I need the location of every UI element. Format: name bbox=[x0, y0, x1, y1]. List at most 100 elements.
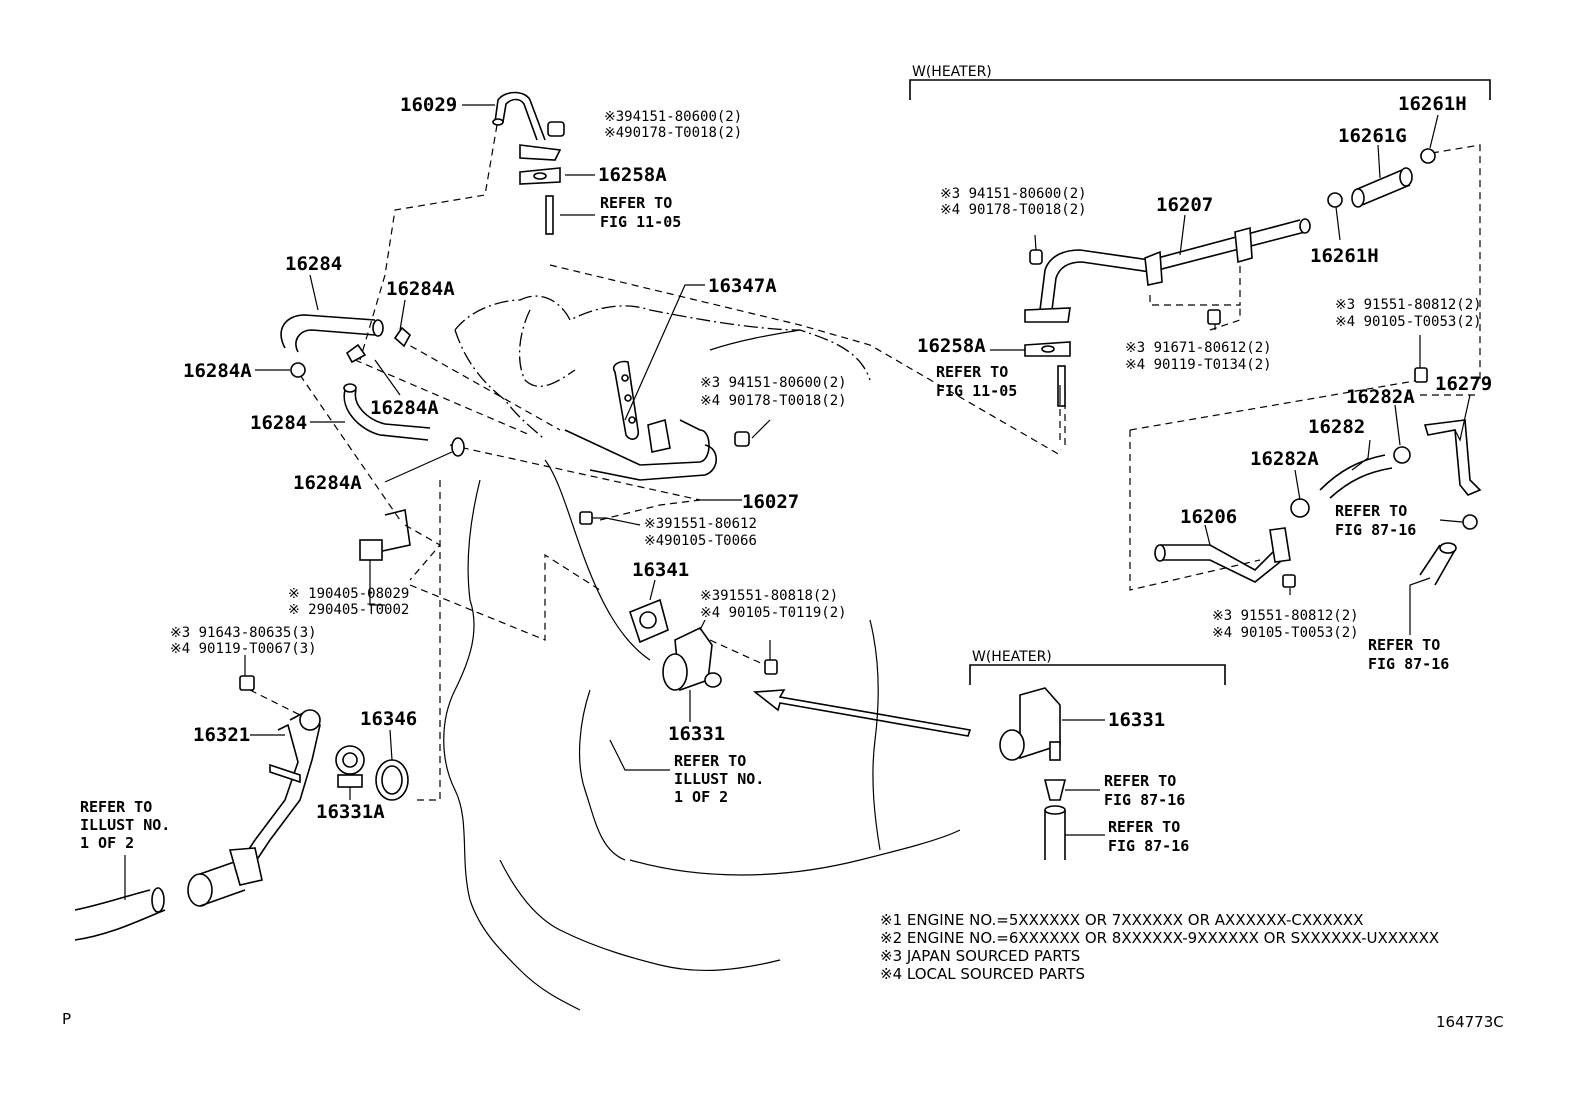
fastener-f10b: ※4 90105-T0053(2) bbox=[1212, 625, 1359, 641]
part-16347A-gasket bbox=[612, 360, 640, 440]
leader-lines bbox=[124, 104, 1471, 900]
part-16284-hose-top bbox=[280, 314, 412, 378]
ref-fig-11-05-right-line2: FIG 11-05 bbox=[936, 382, 1017, 400]
fastener-f6b: ※4 90105-T0119(2) bbox=[700, 605, 847, 621]
fastener-f9b: ※4 90105-T0053(2) bbox=[1335, 314, 1482, 330]
fastener-f1a: ※394151-80600(2) bbox=[604, 109, 742, 125]
callout-16261H-a: 16261H bbox=[1398, 93, 1467, 115]
callout-16279: 16279 bbox=[1435, 373, 1492, 395]
callout-16331A: 16331A bbox=[316, 801, 385, 823]
stud-top bbox=[545, 195, 554, 235]
ref-fig-87-16-c-line1: REFER TO bbox=[1104, 772, 1176, 790]
part-16331-outlet-heater bbox=[999, 687, 1067, 860]
callout-16207: 16207 bbox=[1156, 194, 1213, 216]
part-16258A-gasket-top bbox=[519, 167, 561, 185]
fastener-f8b: ※4 90119-T0134(2) bbox=[1125, 357, 1272, 373]
callout-16284A-d: 16284A bbox=[293, 472, 362, 494]
ref-illust-left-line3: 1 OF 2 bbox=[80, 834, 134, 852]
part-16279-bracket bbox=[1414, 367, 1482, 530]
ref-illust-mid-line2: ILLUST NO. bbox=[674, 770, 764, 788]
part-16261H-clamp-b bbox=[1327, 192, 1343, 208]
ref-fig-11-05-right-line1: REFER TO bbox=[936, 363, 1008, 381]
callout-16284-mid: 16284 bbox=[250, 412, 307, 434]
callout-16282: 16282 bbox=[1308, 416, 1365, 438]
fastener-f2b: ※4 90178-T0018(2) bbox=[700, 393, 847, 409]
callout-16284-top: 16284 bbox=[285, 253, 342, 275]
callout-16261G: 16261G bbox=[1338, 125, 1407, 147]
callout-16341: 16341 bbox=[632, 559, 689, 581]
callout-16029: 16029 bbox=[400, 94, 457, 116]
fastener-f9a: ※3 91551-80812(2) bbox=[1335, 297, 1482, 313]
corner-mark-left: P bbox=[62, 1010, 71, 1028]
callout-16331-main: 16331 bbox=[668, 723, 725, 745]
ref-fig-87-16-a-line1: REFER TO bbox=[1335, 502, 1407, 520]
fastener-f4b: ※ 290405-T0002 bbox=[288, 602, 409, 618]
engine-block-outline bbox=[443, 295, 961, 1011]
ref-fig-87-16-d-line1: REFER TO bbox=[1108, 818, 1180, 836]
ref-fig-11-05-top-line1: REFER TO bbox=[600, 194, 672, 212]
fastener-f4a: ※ 190405-08029 bbox=[288, 586, 409, 602]
part-16341-gasket bbox=[629, 598, 669, 644]
ref-illust-mid-line1: REFER TO bbox=[674, 752, 746, 770]
callout-16258A-top: 16258A bbox=[598, 164, 667, 186]
part-16331-outlet-main bbox=[662, 626, 778, 692]
heater-section-label-top: W(HEATER) bbox=[912, 64, 992, 80]
callout-16258A-right: 16258A bbox=[917, 335, 986, 357]
ref-fig-87-16-c-line2: FIG 87-16 bbox=[1104, 791, 1185, 809]
fastener-f6a: ※391551-80818(2) bbox=[700, 588, 838, 604]
heater-section-bracket-mid bbox=[969, 664, 1226, 685]
fastener-f7a: ※3 94151-80600(2) bbox=[940, 186, 1087, 202]
fastener-f3a: ※391551-80612 bbox=[644, 516, 757, 532]
ref-fig-87-16-b-line2: FIG 87-16 bbox=[1368, 655, 1449, 673]
note-3: ※3 JAPAN SOURCED PARTS bbox=[880, 947, 1080, 965]
part-16207-pipe bbox=[1024, 218, 1311, 325]
ref-fig-87-16-b-line1: REFER TO bbox=[1368, 636, 1440, 654]
fastener-f8a: ※3 91671-80612(2) bbox=[1125, 340, 1272, 356]
part-union-90405 bbox=[359, 509, 411, 561]
arrow-heater-outlet bbox=[752, 689, 972, 737]
note-4: ※4 LOCAL SOURCED PARTS bbox=[880, 965, 1085, 983]
callout-16321: 16321 bbox=[193, 724, 250, 746]
part-16346-gasket-ring bbox=[375, 759, 409, 801]
part-16206-pipe bbox=[1154, 527, 1296, 588]
hose-refer-left bbox=[74, 887, 166, 941]
callout-16284A-c: 16284A bbox=[370, 397, 439, 419]
fastener-f3b: ※490105-T0066 bbox=[644, 533, 757, 549]
note-1: ※1 ENGINE NO.=5XXXXXX OR 7XXXXXX OR AXXX… bbox=[880, 911, 1364, 929]
fastener-f5b: ※4 90119-T0067(3) bbox=[170, 641, 317, 657]
callout-16261H-b: 16261H bbox=[1310, 245, 1379, 267]
ref-illust-left-line1: REFER TO bbox=[80, 798, 152, 816]
ref-illust-left-line2: ILLUST NO. bbox=[80, 816, 170, 834]
ref-illust-mid-line3: 1 OF 2 bbox=[674, 788, 728, 806]
part-16321-inlet bbox=[187, 675, 321, 907]
part-16027-tube bbox=[564, 418, 750, 481]
callout-16347A: 16347A bbox=[708, 275, 777, 297]
ref-fig-87-16-d-line2: FIG 87-16 bbox=[1108, 837, 1189, 855]
callout-16206: 16206 bbox=[1180, 506, 1237, 528]
part-16261G-hose bbox=[1351, 167, 1413, 208]
callout-16284A-a: 16284A bbox=[386, 278, 455, 300]
callout-16282A-a: 16282A bbox=[1346, 386, 1415, 408]
note-2: ※2 ENGINE NO.=6XXXXXX OR 8XXXXXX-9XXXXXX… bbox=[880, 929, 1439, 947]
figure-code: 164773C bbox=[1436, 1013, 1504, 1031]
part-16261H-clamp-a bbox=[1420, 148, 1436, 164]
callout-16284A-b: 16284A bbox=[183, 360, 252, 382]
callout-16282A-b: 16282A bbox=[1250, 448, 1319, 470]
ref-fig-11-05-top-line2: FIG 11-05 bbox=[600, 213, 681, 231]
bolt-16027 bbox=[579, 511, 606, 525]
heater-section-bracket-top bbox=[909, 79, 1491, 100]
fastener-f1b: ※490178-T0018(2) bbox=[604, 125, 742, 141]
hose-refer-right bbox=[1419, 542, 1457, 586]
part-16331A-thermostat bbox=[335, 745, 365, 788]
ref-fig-87-16-a-line2: FIG 87-16 bbox=[1335, 521, 1416, 539]
fastener-f10a: ※3 91551-80812(2) bbox=[1212, 608, 1359, 624]
part-16258A-gasket-right bbox=[1024, 341, 1071, 407]
assembly-dashed-lines bbox=[249, 124, 1481, 801]
heater-section-label-mid: W(HEATER) bbox=[972, 649, 1052, 665]
fastener-f5a: ※3 91643-80635(3) bbox=[170, 625, 317, 641]
part-16284-hose-mid bbox=[343, 383, 465, 457]
callout-16027: 16027 bbox=[742, 491, 799, 513]
callout-16331-heater: 16331 bbox=[1108, 709, 1165, 731]
fastener-f2a: ※3 94151-80600(2) bbox=[700, 375, 847, 391]
